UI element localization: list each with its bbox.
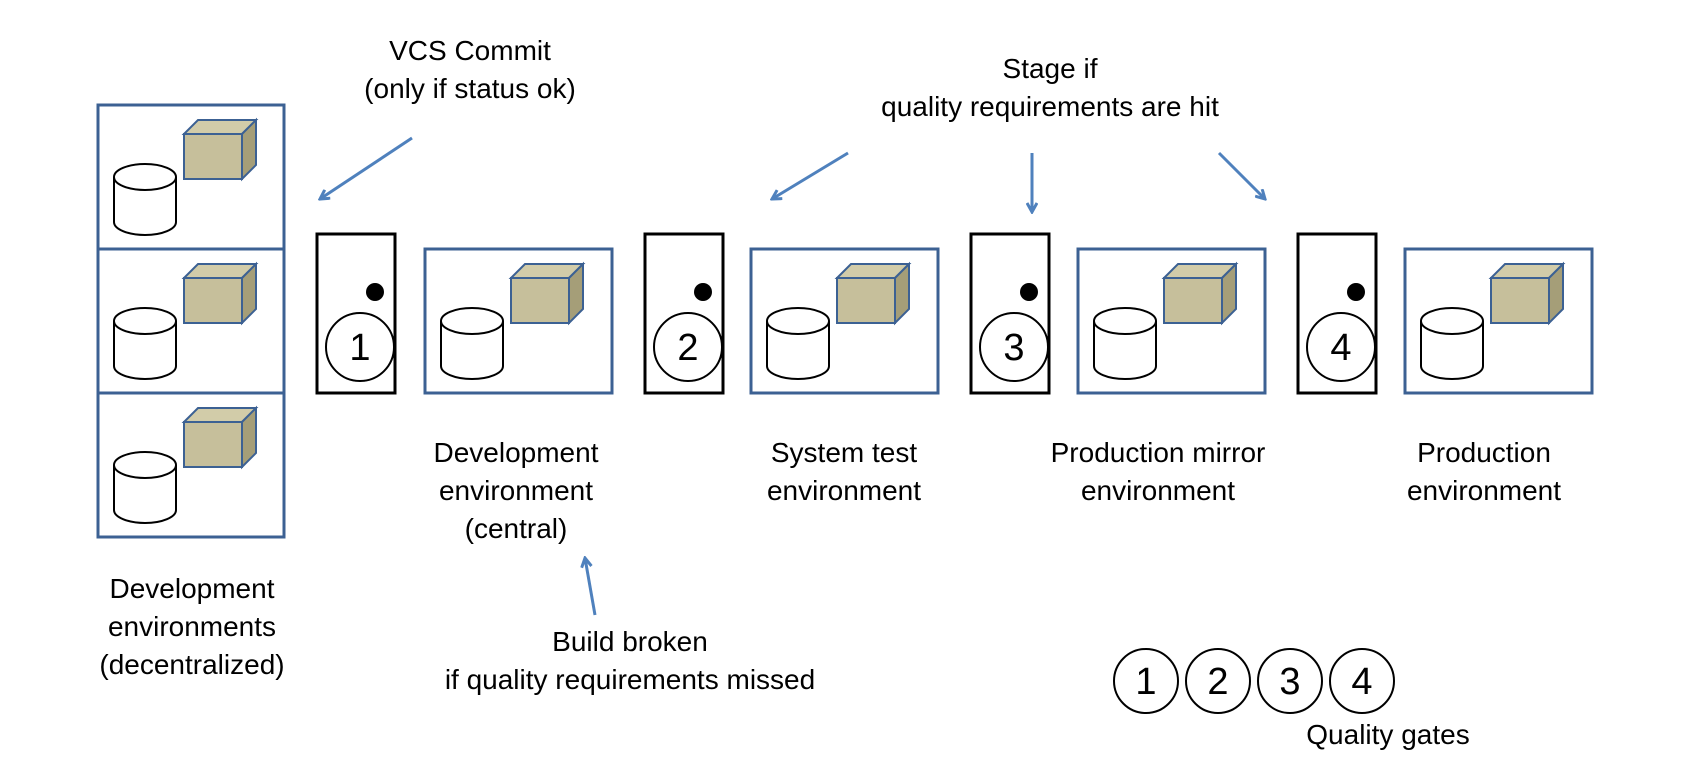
vcs-commit-annotation: VCS Commit (only if status ok) bbox=[364, 35, 576, 104]
production-mirror-env bbox=[1076, 247, 1267, 395]
server-led-icon bbox=[1347, 283, 1365, 301]
system-test-env bbox=[749, 247, 940, 395]
gate-number-label: 3 bbox=[1003, 327, 1024, 369]
gate-number-label: 2 bbox=[677, 327, 698, 369]
quality-gate-3: 3 bbox=[969, 232, 1051, 395]
gate-number-label: 4 bbox=[1330, 327, 1351, 369]
gate-number-circle bbox=[979, 312, 1049, 382]
vcs-commit-arrow bbox=[320, 136, 413, 199]
quality-gate-4: 4 bbox=[1296, 232, 1378, 395]
package-box-icon bbox=[1488, 261, 1566, 326]
legend-number-3: 3 bbox=[1279, 661, 1300, 703]
dev-env-central bbox=[423, 247, 614, 395]
dev-env-decentralized-2 bbox=[96, 247, 286, 395]
server-led-icon bbox=[1020, 283, 1038, 301]
build-broken-arrow bbox=[585, 558, 597, 616]
database-cylinder-icon bbox=[1420, 307, 1484, 380]
gate-number-circle bbox=[325, 312, 395, 382]
legend-number-1: 1 bbox=[1135, 661, 1156, 703]
quality-gate-1: 1 bbox=[315, 232, 397, 395]
package-box-icon bbox=[181, 261, 259, 326]
database-cylinder-icon bbox=[440, 307, 504, 380]
stage-if-annotation: Stage if quality requirements are hit bbox=[881, 53, 1219, 122]
server-led-icon bbox=[366, 283, 384, 301]
dev-decentralized-label: Development environments (decentralized) bbox=[99, 573, 285, 680]
production-label: Production environment bbox=[1406, 437, 1562, 506]
legend-number-2: 2 bbox=[1207, 661, 1228, 703]
gate-number-circle bbox=[653, 312, 723, 382]
production-env bbox=[1403, 247, 1594, 395]
legend-circle-4 bbox=[1329, 648, 1395, 714]
gate-number-circle bbox=[1306, 312, 1376, 382]
dev-env-decentralized-3 bbox=[96, 391, 286, 539]
dev-central-label: Development environment (central) bbox=[433, 437, 599, 544]
package-box-icon bbox=[181, 117, 259, 182]
package-box-icon bbox=[834, 261, 912, 326]
database-cylinder-icon bbox=[113, 307, 177, 380]
package-box-icon bbox=[508, 261, 586, 326]
legend-circle-3 bbox=[1257, 648, 1323, 714]
legend-circle-1 bbox=[1113, 648, 1179, 714]
quality-gate-2: 2 bbox=[643, 232, 725, 395]
dev-env-decentralized-1 bbox=[96, 103, 286, 251]
stage-arrow-to-gate-2 bbox=[772, 151, 849, 199]
database-cylinder-icon bbox=[113, 163, 177, 236]
production-mirror-label: Production mirror environment bbox=[1050, 437, 1266, 506]
package-box-icon bbox=[181, 405, 259, 470]
server-led-icon bbox=[694, 283, 712, 301]
package-box-icon bbox=[1161, 261, 1239, 326]
build-broken-annotation: Build broken if quality requirements mis… bbox=[444, 626, 816, 695]
legend-number-4: 4 bbox=[1351, 661, 1372, 703]
legend-circle-2 bbox=[1185, 648, 1251, 714]
stage-arrow-to-gate-4 bbox=[1217, 151, 1265, 199]
system-test-label: System test environment bbox=[766, 437, 922, 506]
quality-gates-legend-label: Quality gates bbox=[1306, 719, 1470, 750]
database-cylinder-icon bbox=[1093, 307, 1157, 380]
database-cylinder-icon bbox=[113, 451, 177, 524]
database-cylinder-icon bbox=[766, 307, 830, 380]
gate-number-label: 1 bbox=[349, 327, 370, 369]
